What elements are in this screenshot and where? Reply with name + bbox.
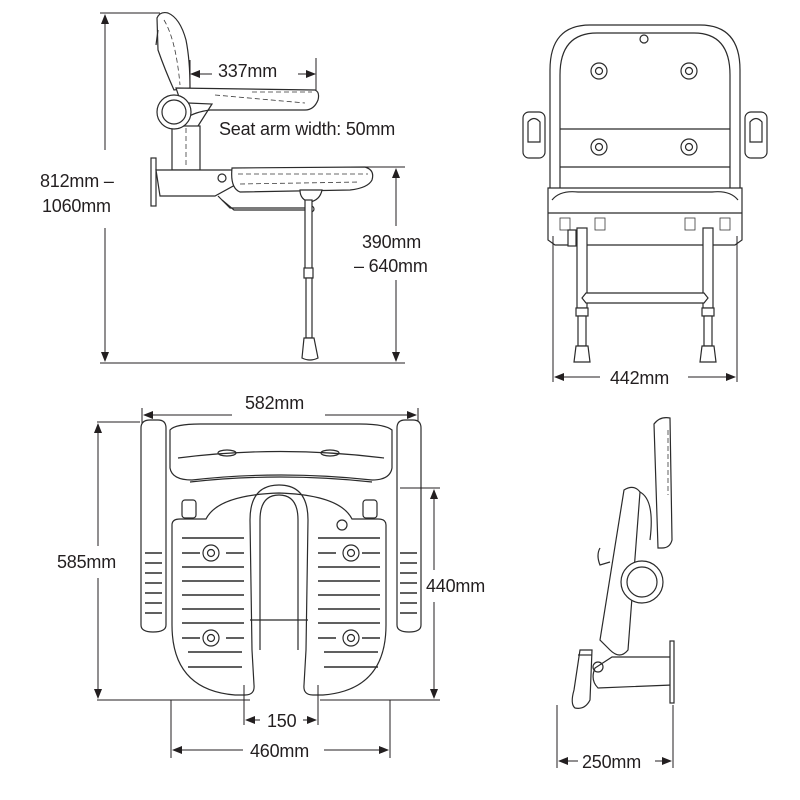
armrest-ends	[522, 111, 768, 159]
seat-depth-dimension	[320, 487, 440, 701]
arm-length-dimension	[189, 58, 317, 90]
arm-length-label: 337mm	[218, 61, 278, 81]
total-height-dimension	[100, 12, 405, 364]
seat-width-dimension	[170, 700, 391, 758]
seat-depth-label: 440mm	[426, 576, 486, 596]
cutout-width-label: 150	[267, 711, 297, 731]
armrests-top	[140, 419, 422, 633]
seat-top	[171, 484, 387, 696]
leg-width-label: 442mm	[610, 368, 670, 388]
folded-depth-label: 250mm	[582, 752, 642, 772]
seat-height-label-2: – 640mm	[354, 256, 428, 276]
side-view	[100, 11, 405, 364]
folded-depth-dimension	[556, 705, 674, 768]
overall-depth-dimension	[94, 421, 250, 701]
backrest-top	[169, 423, 393, 483]
legs-front	[573, 227, 717, 363]
seat-height-dimension	[365, 166, 405, 362]
overall-width-dimension	[141, 408, 419, 425]
logo-icon	[639, 34, 649, 44]
seat-side	[150, 157, 374, 213]
seat-width-label: 460mm	[250, 741, 310, 761]
total-height-label-1: 812mm –	[40, 171, 114, 191]
overall-depth-label: 585mm	[57, 552, 117, 572]
leg-width-dimension	[552, 236, 738, 382]
front-view	[522, 24, 768, 382]
arm-grip-lines	[145, 552, 417, 614]
arm-width-label: Seat arm width: 50mm	[219, 119, 396, 139]
folded-view	[556, 417, 675, 768]
backrest-bolts	[590, 62, 698, 156]
seat-front	[547, 187, 743, 247]
top-view	[94, 408, 440, 758]
total-height-label-2: 1060mm	[42, 196, 111, 216]
cutout-width-dimension	[243, 685, 319, 725]
seat-bolts	[202, 544, 360, 647]
seat-hinges	[181, 499, 378, 519]
leg-side	[301, 199, 319, 361]
seat-height-label-1: 390mm	[362, 232, 422, 252]
armrest-side	[156, 87, 320, 130]
seat-slots	[182, 537, 380, 668]
overall-width-label: 582mm	[245, 393, 305, 413]
logo-icon-top	[336, 519, 348, 531]
